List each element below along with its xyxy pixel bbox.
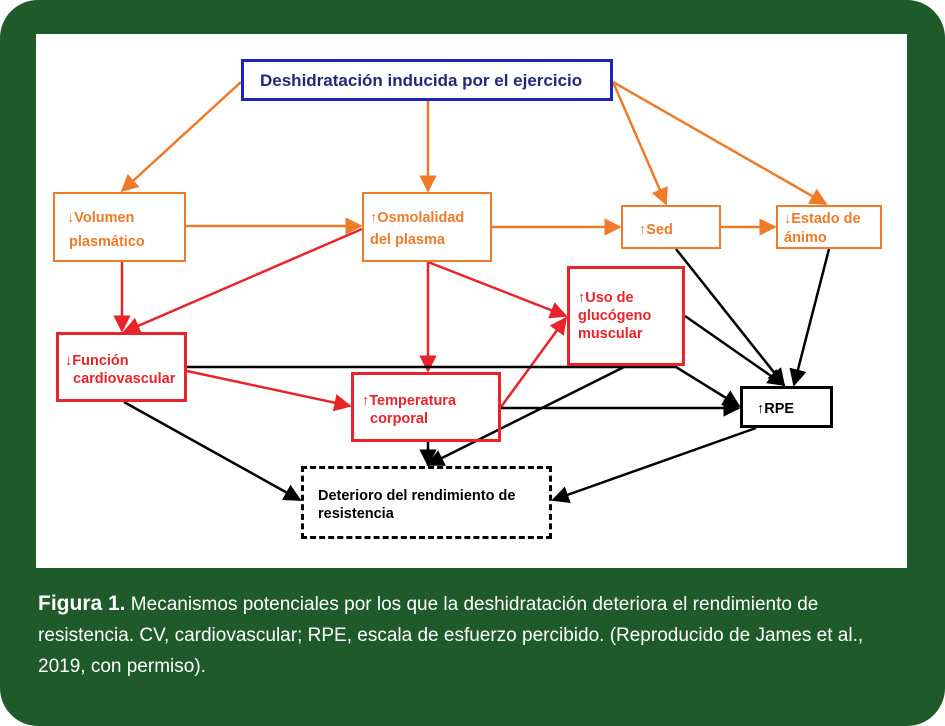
arrow-top-estado (612, 80, 828, 206)
node-volumen-line1: ↓Volumen (67, 210, 135, 226)
arrow-rpe-deterioro (551, 426, 757, 503)
arrow-estado-rpe (789, 248, 831, 387)
node-glucogeno-line3: muscular (578, 326, 643, 342)
arrow-osmolalidad-funcion (122, 227, 363, 334)
node-temperatura-corporal: ↑Temperatura corporal (351, 372, 501, 442)
node-volumen-line2: plasmático (69, 234, 145, 250)
figure-caption: Figura 1. Mecanismos potenciales por los… (38, 588, 908, 682)
node-deterioro-line1: Deterioro del rendimiento de (318, 488, 516, 504)
node-funcion-cardiovascular: ↓Función cardiovascular (56, 332, 187, 402)
node-temperatura-line1: ↑Temperatura (362, 393, 457, 409)
caption-label: Figura 1. (38, 592, 126, 615)
node-funcion-line1: ↓Función (65, 353, 129, 369)
node-volumen-plasmatico: ↓Volumen plasmático (53, 192, 186, 262)
arrow-sed-rpe (675, 248, 786, 387)
node-glucogeno: ↑Uso de glucógeno muscular (567, 266, 685, 366)
node-deshidratacion: Deshidratación inducida por el ejercicio (241, 59, 613, 101)
arrow-osmolalidad-glucogeno (427, 260, 568, 319)
node-deterioro-rendimiento: Deterioro del rendimiento de resistencia (301, 466, 552, 539)
node-estado-line2: ánimo (784, 230, 827, 246)
node-funcion-line2: cardiovascular (73, 371, 176, 387)
arrow-temperatura-glucogeno (499, 316, 568, 408)
arrow-funcion-temperatura (186, 369, 352, 412)
node-deterioro-line2: resistencia (318, 506, 394, 522)
diagram-canvas: Deshidratación inducida por el ejercicio… (36, 34, 907, 568)
node-glucogeno-line2: glucógeno (578, 308, 652, 324)
caption-text: Mecanismos potenciales por los que la de… (38, 594, 864, 677)
node-sed: ↑Sed (621, 205, 721, 249)
arrow-glucogeno-rpe (684, 314, 786, 387)
arrow-funcion-rpe (187, 365, 741, 408)
node-deshidratacion-label: Deshidratación inducida por el ejercicio (260, 70, 583, 90)
node-osmolalidad-line1: ↑Osmolalidad (370, 210, 465, 226)
node-sed-label: ↑Sed (639, 222, 673, 238)
node-estado-line1: ↓Estado de (784, 211, 861, 227)
arrows-layer (113, 80, 831, 503)
node-glucogeno-line1: ↑Uso de (578, 290, 634, 306)
node-temperatura-line2: corporal (370, 411, 429, 427)
arrow-funcion-deterioro (123, 400, 302, 502)
node-estado-animo: ↓Estado de ánimo (776, 205, 882, 249)
arrow-top-volumen (120, 81, 242, 193)
node-rpe: ↑RPE (740, 386, 833, 428)
node-rpe-label: ↑RPE (757, 401, 795, 417)
node-osmolalidad-line2: del plasma (370, 232, 445, 248)
arrow-glucogeno-deterioro (426, 364, 627, 467)
arrow-top-sed (611, 81, 668, 206)
node-osmolalidad: ↑Osmolalidad del plasma (362, 192, 492, 262)
